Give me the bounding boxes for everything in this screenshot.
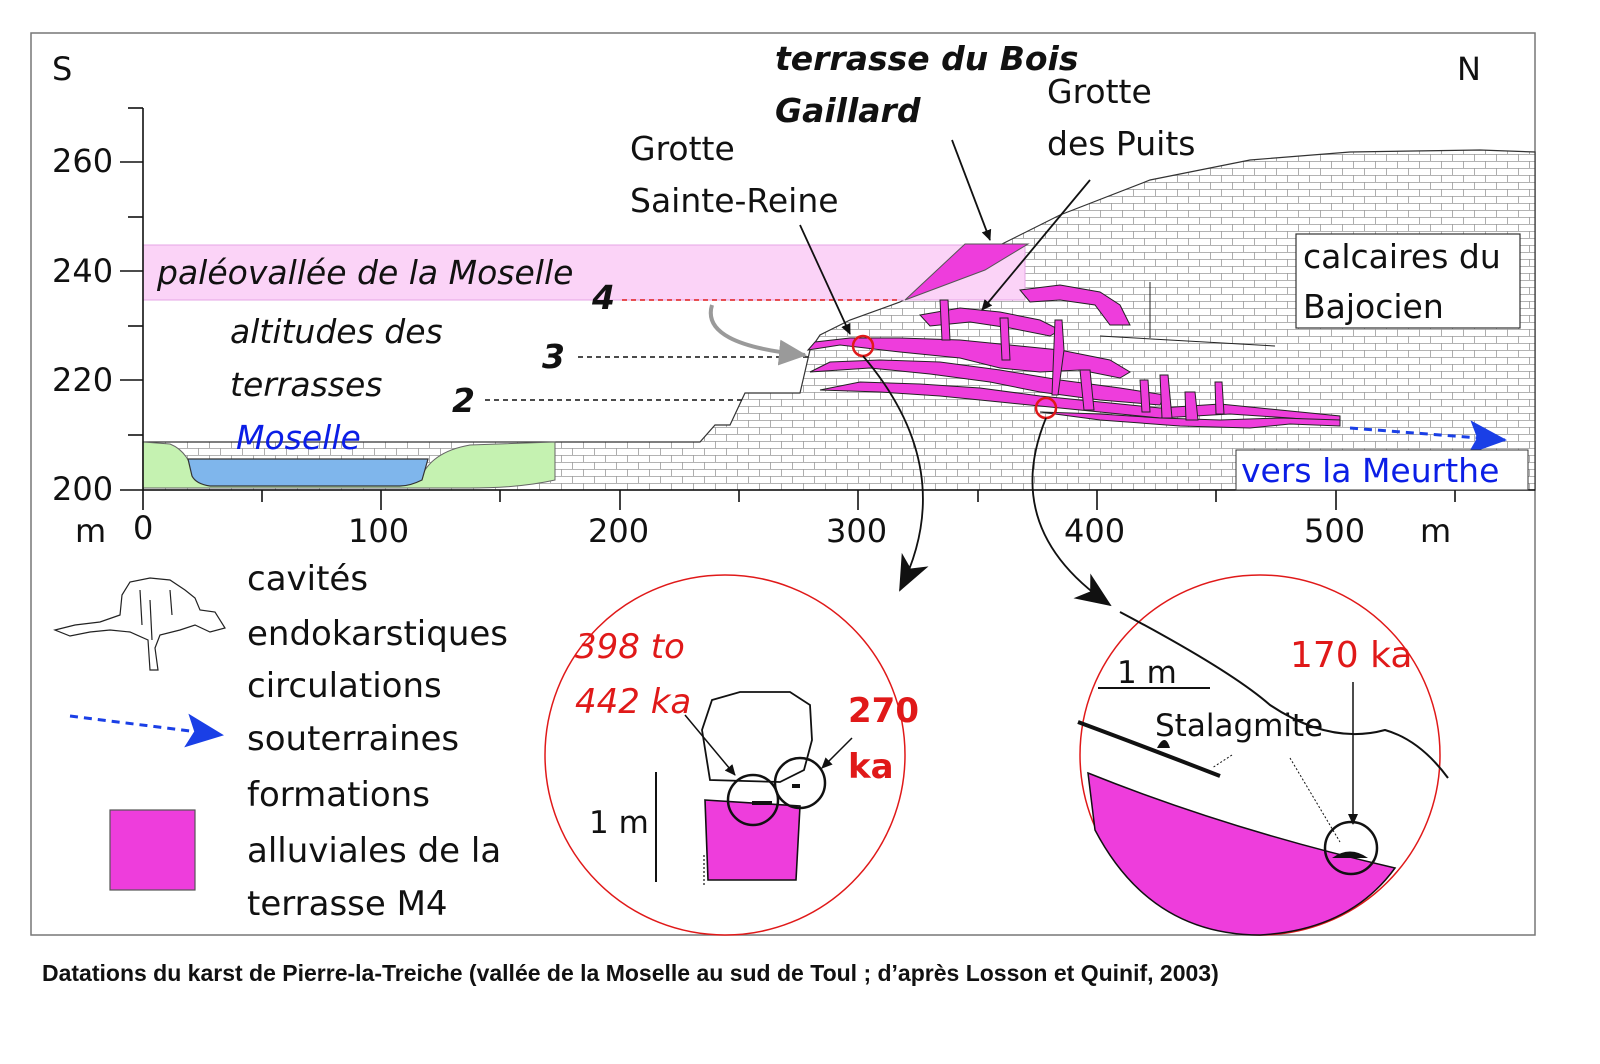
grotte-sainte-reine-label-2: Sainte-Reine: [630, 181, 839, 220]
legend-cavites-1: cavités: [247, 559, 368, 599]
paleovallee-band: [142, 244, 1026, 301]
altitudes-label-2: terrasses: [230, 365, 382, 404]
legend-flow-arrow: [69, 713, 224, 748]
sainte-reine-arrow: [799, 224, 851, 335]
vers-meurthe-box: [1235, 449, 1529, 491]
inset-right-scale: 1 m: [1117, 655, 1177, 691]
cave-legend-icon: [53, 577, 226, 671]
x-tick-0: 0: [133, 509, 153, 547]
x-tick-500: 500: [1304, 512, 1365, 550]
legend-formations-1: formations: [247, 775, 430, 815]
x-axis-unit-left: m: [75, 512, 106, 550]
inset-sainte-reine: [544, 574, 906, 936]
y-tick-260: 260: [52, 142, 113, 180]
grotte-sainte-reine-label-1: Grotte: [630, 129, 735, 168]
legend-alluvium-swatch: [109, 809, 196, 891]
link-arrow-right: [1031, 417, 1112, 607]
inset-left-date-range-2: 442 ka: [575, 682, 691, 722]
x-tick-400: 400: [1064, 512, 1125, 550]
terrace-number-4: 4: [591, 278, 615, 317]
link-arrow-left: [862, 355, 929, 592]
vers-meurthe-label: vers la Meurthe: [1241, 451, 1499, 490]
moselle-river: [187, 458, 429, 487]
calcaires-label-2: Bajocien: [1303, 287, 1444, 326]
terrace-bois-gaillard-label-2: Gaillard: [775, 91, 921, 130]
calcaires-label-1: calcaires du: [1303, 237, 1501, 276]
x-tick-300: 300: [826, 512, 887, 550]
paleovallee-label: paléovallée de la Moselle: [156, 253, 573, 292]
y-axis: [120, 107, 144, 491]
legend-formations-2: alluviales de la: [247, 831, 501, 871]
y-tick-220: 220: [52, 361, 113, 399]
gray-curved-arrow: [708, 304, 807, 366]
inset-right-stalagmite: Stalagmite: [1155, 708, 1323, 744]
figure-caption: Datations du karst de Pierre-la-Treiche …: [42, 960, 1219, 986]
grotte-des-puits-label-1: Grotte: [1047, 72, 1152, 111]
altitudes-label-moselle: Moselle: [236, 418, 361, 457]
y-tick-200: 200: [52, 470, 113, 508]
bois-gaillard-arrow: [951, 139, 992, 241]
grotte-des-puits-label-2: des Puits: [1047, 124, 1195, 163]
legend-circulations-2: souterraines: [247, 719, 459, 759]
compass-south: S: [52, 50, 72, 88]
legend-formations-3: terrasse M4: [247, 884, 448, 924]
legend-cavites-2: endokarstiques: [247, 614, 508, 654]
inset-left-date-point-1: 270: [848, 691, 919, 731]
altitudes-label-1: altitudes des: [230, 312, 443, 351]
inset-left-scale: 1 m: [589, 805, 649, 841]
x-tick-100: 100: [348, 512, 409, 550]
inset-left-date-range-1: 398 to: [575, 627, 685, 667]
compass-north: N: [1457, 50, 1481, 88]
calcaires-box: [1295, 233, 1521, 329]
terrace-m4-deposit: [904, 243, 1030, 301]
terrace-bois-gaillard-label-1: terrasse du Bois: [775, 39, 1079, 78]
terrace-number-2: 2: [452, 381, 475, 420]
cave-network: [806, 284, 1341, 429]
inset-right-date: 170 ka: [1290, 635, 1412, 676]
terrace-number-3: 3: [542, 337, 565, 376]
x-tick-200: 200: [588, 512, 649, 550]
y-tick-240: 240: [52, 252, 113, 290]
legend-circulations-1: circulations: [247, 666, 442, 706]
x-axis-unit-right: m: [1420, 512, 1451, 550]
inset-left-date-point-2: ka: [848, 747, 894, 787]
underground-flow-arrow: [1349, 420, 1507, 455]
des-puits-arrow: [981, 179, 1091, 311]
inset-des-puits: [1077, 574, 1449, 936]
